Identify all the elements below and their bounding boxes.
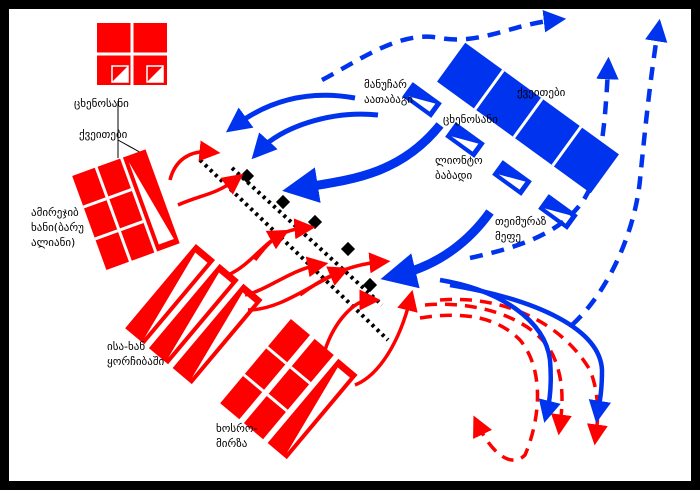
ali-khan-right-label: ხოსრო- მირზა [216, 422, 258, 450]
ali-khan-left-label: ამირეჯიბ ხანი(ბარუ ალიანი) [31, 206, 84, 249]
persian-center-division [125, 243, 263, 385]
legend-infantry-label: ქვეითები [79, 128, 128, 141]
georgian-retreat-arrows [320, 10, 668, 327]
enemy-cavalry-label: ცხენოსანი [443, 113, 498, 126]
enemy-infantry-label: ქვეითები [517, 86, 566, 99]
georgian-infantry-line [437, 42, 619, 194]
battle-map-canvas [72, 10, 668, 462]
georgian-flank-arrows [439, 277, 611, 424]
georgian-reserve-label: ლიონტო ბაბადი [435, 154, 483, 182]
persian-right-division [220, 318, 358, 460]
persian-attack-arrows [168, 140, 418, 387]
persian-left-division [72, 149, 180, 270]
georgian-cavalry-units [402, 82, 578, 230]
persian-retreat-arrows [419, 297, 608, 462]
legend-cavalry-symbol [97, 23, 167, 85]
legend-cavalry-label: ცხენოსანი [74, 97, 129, 110]
ali-khan-center-label: ისა-ხან ყორჩიბაში [107, 340, 165, 368]
manuchar-cavalry-label: მანუჩარ აათაბაგი [364, 78, 413, 106]
teimuraz-king-label: თეიმურაზ მეფე [495, 215, 547, 243]
georgian-attack-arrows [225, 92, 379, 160]
georgian-main-thrusts [282, 122, 494, 289]
battle-map: ცხენოსანი ქვეითები ამირეჯიბ ხანი(ბარუ ალ… [9, 9, 691, 481]
